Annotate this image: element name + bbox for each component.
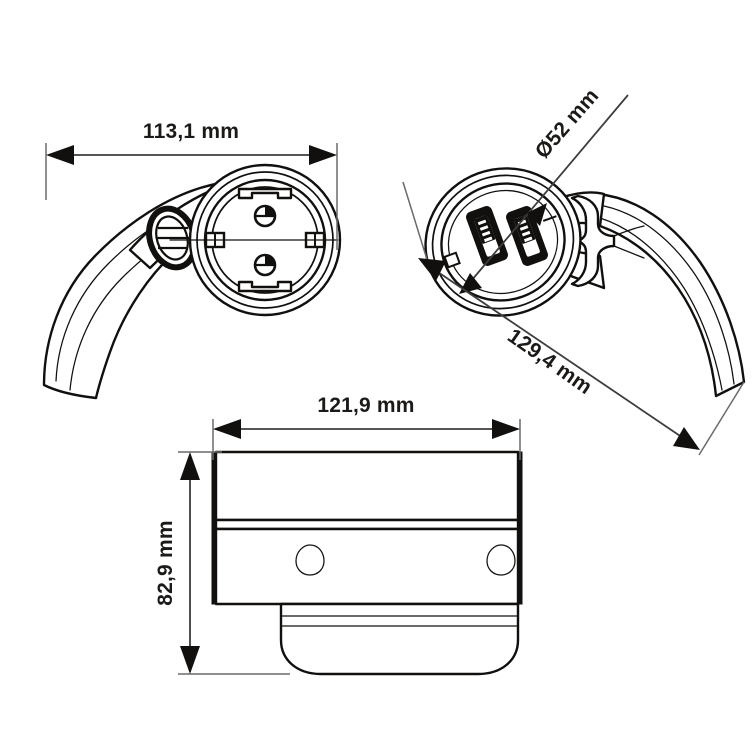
dim-line-129-4 [428, 265, 693, 445]
side-upper-block [214, 450, 520, 522]
arrow-diameter-upper [527, 203, 547, 226]
usb-side-mark-right [542, 215, 557, 222]
usb-tail-inner-line-2 [599, 217, 723, 391]
socket-earth-clip-bottom [237, 280, 293, 293]
arrow-82-bottom [180, 646, 200, 674]
dim-label-113-1: 113,1 mm [143, 120, 239, 143]
arrow-right [309, 145, 337, 165]
arrow-82-top [180, 452, 200, 480]
side-mounting-hole-right [486, 544, 516, 576]
usb-latch-detail [570, 194, 645, 288]
socket-cable-gland [146, 205, 198, 271]
ext-line-129-lower [698, 381, 745, 456]
dimension-82-9: 82,9 mm [154, 451, 290, 675]
ext-line-129-upper [402, 181, 430, 267]
arrow-left [46, 145, 74, 165]
dim-line-diameter [465, 94, 629, 288]
socket-front-view: 113,1 mm [42, 120, 342, 400]
arrow-129-start [418, 258, 446, 281]
dimension-113-1: 113,1 mm [45, 120, 338, 250]
dim-label-121-9: 121,9 mm [317, 394, 414, 417]
arrow-121-left [213, 419, 241, 439]
usb-tail-inner-line [603, 205, 735, 385]
side-separator-band [214, 518, 520, 531]
side-lower-skirt [279, 602, 520, 676]
dimension-121-9: 121,9 mm [212, 394, 521, 460]
side-mounting-hole-left [295, 544, 325, 576]
dim-label-82-9: 82,9 mm [154, 520, 177, 605]
arrow-121-right [492, 419, 520, 439]
arrow-diameter-lower [459, 273, 482, 294]
socket-earth-clip-top [237, 187, 293, 200]
arrow-129-end [673, 427, 700, 450]
side-lower-block [214, 527, 520, 606]
side-profile-view: 121,9 mm 82,9 mm [154, 394, 523, 676]
socket-pin-hole-lower [253, 253, 277, 277]
usb-side-mark-left [443, 251, 461, 269]
socket-pin-hole-upper [253, 204, 277, 228]
